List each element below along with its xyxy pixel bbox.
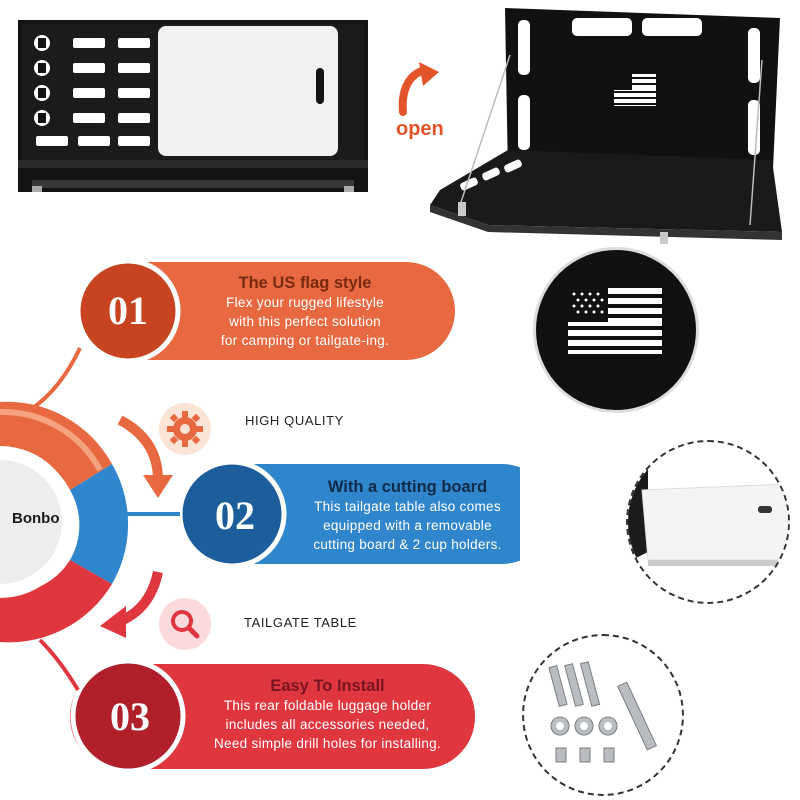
us-flag-icon bbox=[568, 288, 662, 354]
feature-line: Flex your rugged lifestyle bbox=[226, 295, 384, 310]
feature-1-text: The US flag style Flex your rugged lifes… bbox=[170, 274, 440, 350]
flag-detail-circle bbox=[533, 247, 699, 413]
product-closed-image bbox=[18, 20, 368, 192]
hardware-detail-circle bbox=[522, 634, 684, 796]
high-quality-label: HIGH QUALITY bbox=[245, 413, 344, 428]
product-open-image bbox=[430, 8, 782, 244]
feature-number: 01 bbox=[108, 288, 148, 333]
feature-line: This rear foldable luggage holder bbox=[223, 698, 432, 713]
feature-2-text: With a cutting board This tailgate table… bbox=[285, 478, 530, 554]
gear-icon bbox=[159, 403, 211, 455]
feature-line: equipped with a removable bbox=[323, 518, 492, 533]
feature-line: This tailgate table also comes bbox=[314, 499, 501, 514]
open-arrow-icon bbox=[398, 62, 439, 116]
infographic bbox=[0, 258, 520, 774]
feature-3-text: Easy To Install This rear foldable lugga… bbox=[180, 677, 475, 753]
feature-title: With a cutting board bbox=[327, 478, 488, 496]
open-label: open bbox=[396, 118, 444, 140]
feature-number: 02 bbox=[215, 493, 255, 538]
feature-line: for camping or tailgate-ing. bbox=[220, 333, 390, 348]
feature-line: with this perfect solution bbox=[229, 314, 381, 329]
feature-line: includes all accessories needed, bbox=[225, 717, 430, 732]
search-icon bbox=[159, 598, 211, 650]
tailgate-table-label: TAILGATE TABLE bbox=[244, 615, 357, 630]
feature-line: cutting board & 2 cup holders. bbox=[313, 537, 502, 552]
feature-title: Easy To Install bbox=[270, 677, 385, 695]
feature-number: 03 bbox=[110, 694, 150, 739]
feature-line: Need simple drill holes for installing. bbox=[213, 736, 442, 751]
us-flag-icon bbox=[614, 74, 656, 106]
feature-title: The US flag style bbox=[238, 274, 372, 292]
brand-label: Bonbo bbox=[12, 510, 60, 527]
board-detail-circle bbox=[626, 440, 790, 604]
